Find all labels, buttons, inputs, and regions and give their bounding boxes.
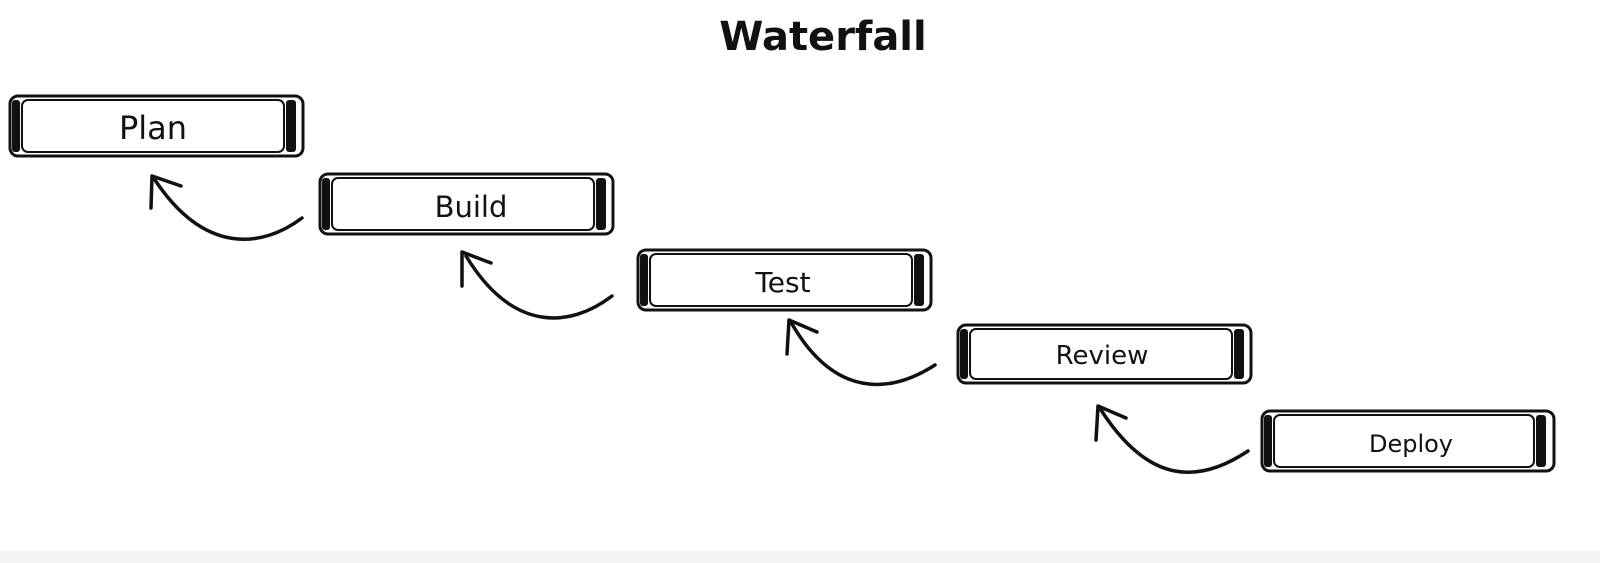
stage-build: Build — [318, 172, 615, 236]
diagram-title: Waterfall — [719, 14, 926, 60]
stage-review: Review — [956, 323, 1253, 385]
stage-label-build: Build — [435, 190, 508, 224]
stage-plan: Plan — [8, 94, 305, 158]
arrow-review-to-test — [785, 318, 937, 387]
stage-deploy: Deploy — [1260, 409, 1556, 473]
arrow-build-to-plan — [149, 174, 304, 241]
arrow-test-to-build — [460, 250, 614, 320]
stage-label-review: Review — [1056, 341, 1149, 371]
stage-label-deploy: Deploy — [1369, 430, 1453, 458]
stage-label-plan: Plan — [119, 109, 187, 147]
bottom-strip — [0, 551, 1600, 563]
stage-test: Test — [636, 248, 933, 312]
stage-label-test: Test — [754, 266, 810, 299]
arrow-deploy-to-review — [1094, 404, 1250, 475]
